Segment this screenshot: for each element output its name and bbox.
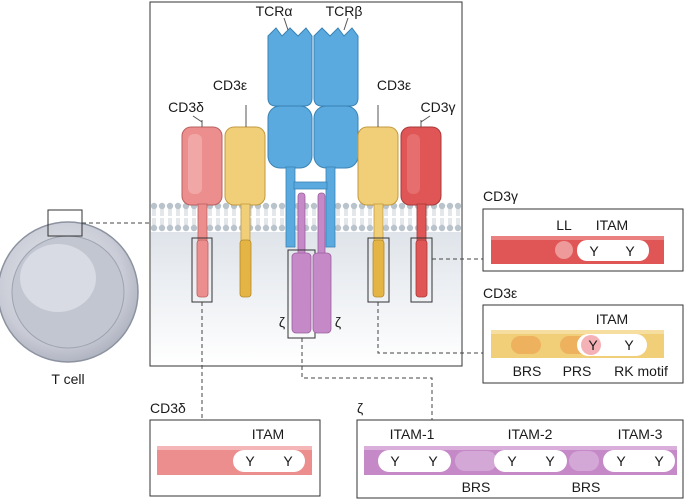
- cd3-delta-y1: Y: [245, 453, 255, 469]
- zeta-brs-1-label: BRS: [462, 479, 491, 495]
- zeta-y4: Y: [545, 453, 555, 469]
- zeta-panel-title: ζ: [357, 400, 363, 416]
- zeta-itam-2-pill: [494, 450, 567, 472]
- cd3-epsilon-right-label: CD3ε: [377, 77, 411, 93]
- tcr-beta-label: TCRβ: [326, 3, 363, 19]
- prs-highlight: [581, 335, 601, 355]
- cd3-gamma-subunit: [400, 120, 442, 303]
- cd3-gamma-label: CD3γ: [420, 99, 455, 115]
- plasma-membrane: [151, 202, 461, 232]
- zeta-itam-1-label: ITAM-1: [390, 426, 435, 442]
- zeta-y3: Y: [507, 453, 517, 469]
- zeta-y2: Y: [428, 453, 438, 469]
- zeta-brs-1-motif: [455, 451, 497, 471]
- ll-motif: [555, 241, 573, 259]
- cd3-epsilon-itam-label: ITAM: [596, 311, 628, 327]
- t-cell: [0, 221, 139, 363]
- ll-label: LL: [556, 217, 572, 233]
- zeta-itam-2-label: ITAM-2: [508, 426, 553, 442]
- cd3-epsilon-right-subunit: [357, 105, 399, 303]
- cd3-delta-itam-pill: [233, 450, 305, 472]
- zeta-brs-2-motif: [569, 451, 599, 471]
- cd3-gamma-y2: Y: [625, 243, 635, 259]
- zeta-y5: Y: [616, 453, 626, 469]
- cd3-delta-y2: Y: [283, 453, 293, 469]
- brs-motif: [511, 336, 541, 354]
- connector-lines: [201, 258, 483, 420]
- cd3-gamma-leader: [420, 115, 431, 123]
- cd3-gamma-itam-label: ITAM: [596, 217, 628, 233]
- cd3-epsilon-y2: Y: [624, 337, 634, 353]
- zeta-panel: [356, 419, 684, 499]
- zeta-chain-right: [312, 192, 332, 334]
- brs-label: BRS: [513, 363, 542, 379]
- zeta-itam-3-label: ITAM-3: [618, 426, 663, 442]
- cd3-epsilon-left-label: CD3ε: [213, 77, 247, 93]
- cd3-gamma-panel-title: CD3γ: [483, 188, 518, 204]
- cd3-epsilon-left-subunit: [224, 105, 266, 298]
- zeta-itam-3-pill: [603, 450, 675, 472]
- cd3-gamma-itam-pill: [577, 240, 649, 261]
- cd3-epsilon-panel-title: CD3ε: [483, 285, 517, 301]
- t-cell-label: T cell: [51, 371, 84, 387]
- zeta-left-label: ζ: [279, 314, 285, 330]
- cd3-gamma-panel: [482, 208, 684, 272]
- tcr-alpha-chain: [267, 17, 313, 248]
- zeta-itam-1-pill: [378, 450, 451, 472]
- tcr-beta-chain: [313, 17, 359, 248]
- cd3-delta-leader: [192, 115, 203, 123]
- cd3-gamma-tail-box: [410, 237, 433, 303]
- zeta-chain-left: [287, 192, 316, 339]
- tcr-disulfide-bridge: [293, 181, 328, 190]
- rk-motif-label: RK motif: [614, 363, 668, 379]
- cd3-epsilon-y1: Y: [588, 337, 598, 353]
- cd3-delta-label: CD3δ: [168, 99, 204, 115]
- cd3-delta-subunit: [181, 120, 223, 303]
- zeta-y1: Y: [390, 453, 400, 469]
- cd3-delta-panel: [149, 419, 321, 497]
- zeta-y6: Y: [654, 453, 664, 469]
- zeta-brs-2-label: BRS: [572, 479, 601, 495]
- cd3-epsilon-panel: [482, 304, 684, 384]
- cd3-gamma-y1: Y: [589, 243, 599, 259]
- tcr-alpha-label: TCRα: [256, 3, 293, 19]
- prs-label: PRS: [563, 363, 592, 379]
- cd3-delta-panel-title: CD3δ: [150, 400, 186, 416]
- cd3-delta-itam-label: ITAM: [252, 426, 284, 442]
- zeta-right-label: ζ: [335, 314, 341, 330]
